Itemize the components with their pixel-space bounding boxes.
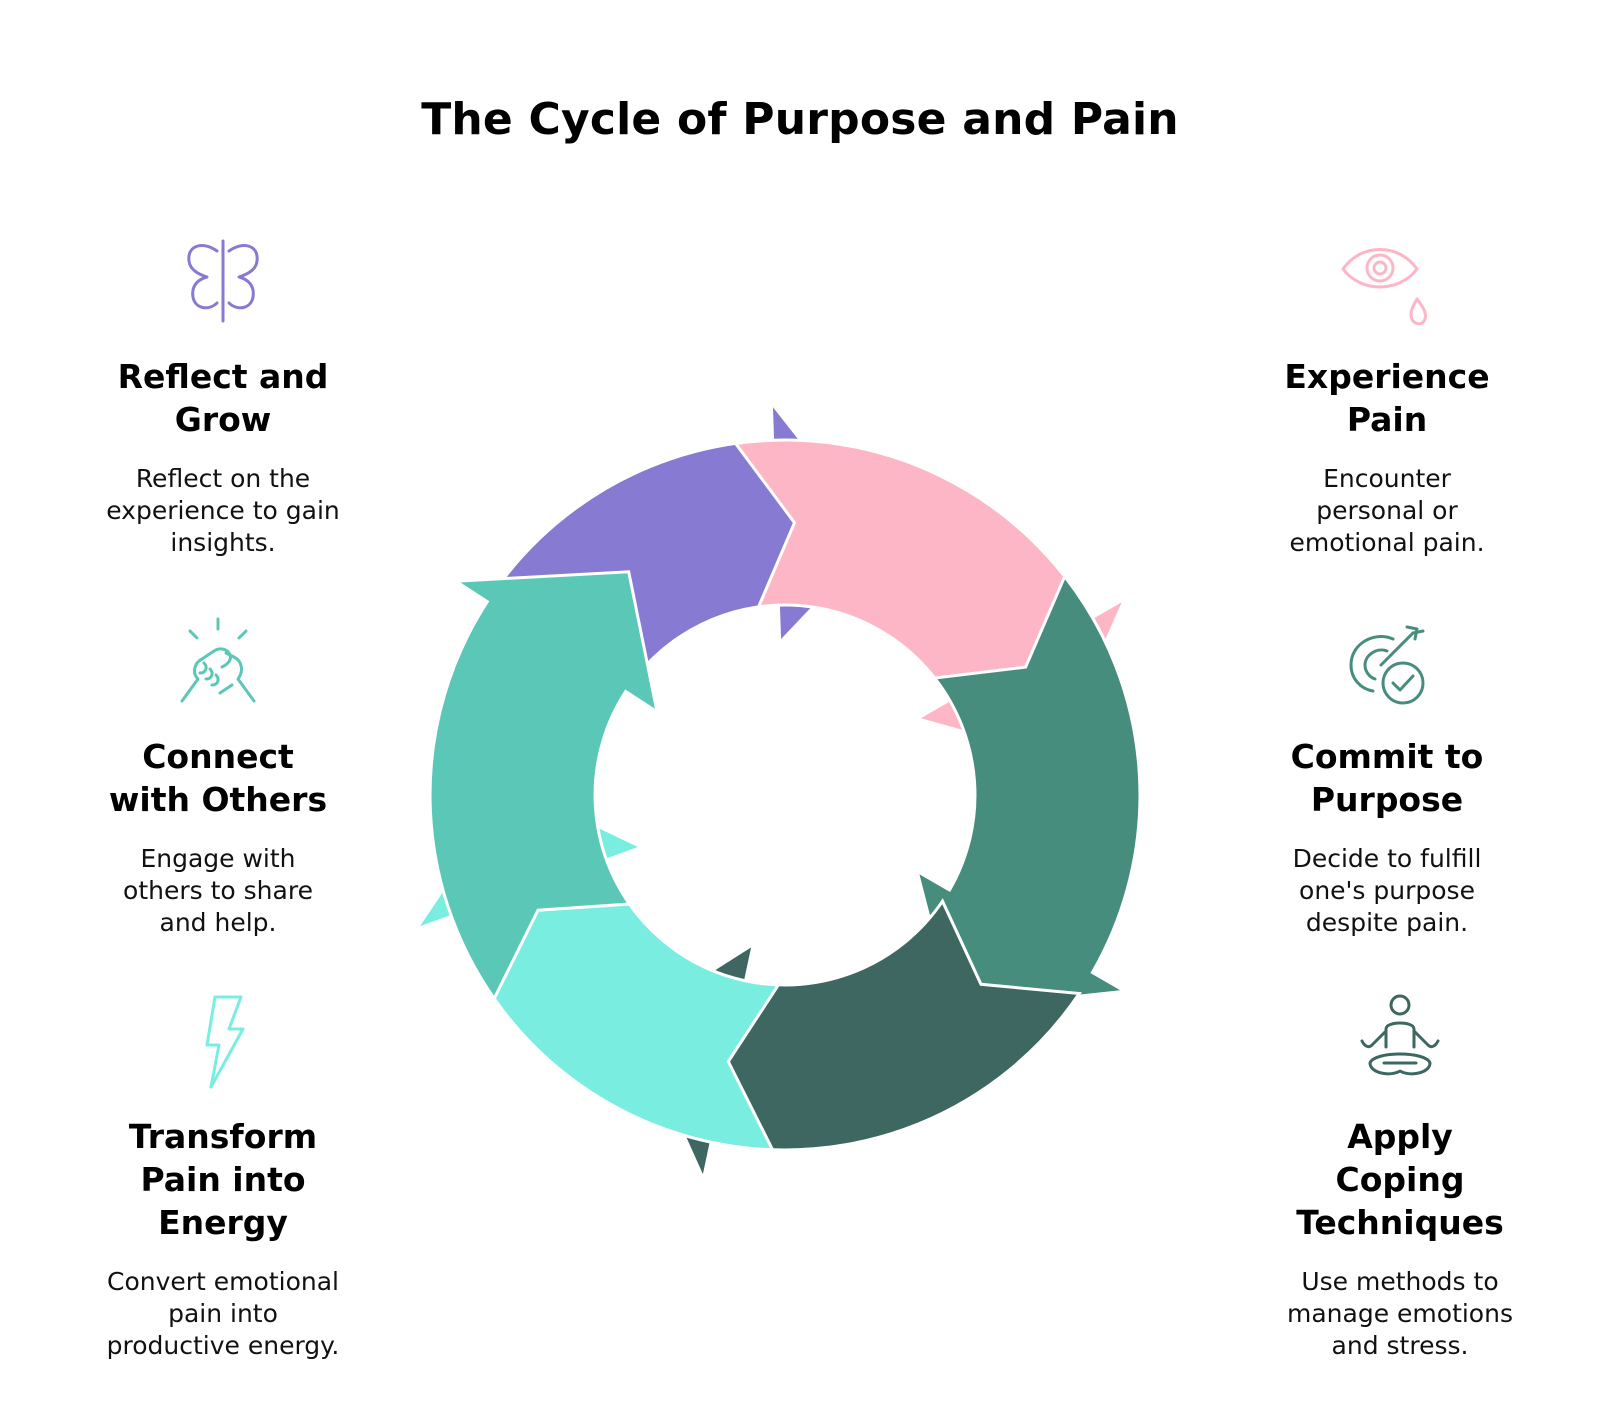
step-description: productive energy.	[106, 1331, 340, 1360]
step-description: Reflect on the	[135, 464, 311, 493]
step-heading: Commit to	[1290, 737, 1484, 776]
step-description: Encounter	[1323, 464, 1451, 493]
step-heading: Grow	[174, 400, 272, 439]
step-reflect-and-grow: Reflect and Grow Reflect on the experien…	[63, 233, 383, 559]
step-heading: Purpose	[1310, 780, 1464, 819]
step-heading: Pain into	[140, 1160, 306, 1199]
step-heading: Energy	[158, 1203, 288, 1242]
step-apply-coping-techniques: Apply Coping Techniques Use methods to m…	[1240, 993, 1560, 1362]
meditation-icon	[1360, 994, 1440, 1076]
step-description: experience to gain	[106, 496, 340, 525]
step-description: and help.	[159, 908, 277, 937]
step-heading: Connect	[142, 737, 294, 776]
butterfly-icon	[187, 239, 259, 323]
handshake-icon	[180, 617, 256, 703]
step-connect-with-others: Connect with Others Engage with others t…	[58, 613, 378, 939]
step-commit-to-purpose: Commit to Purpose Decide to fulfill one'…	[1227, 613, 1547, 939]
step-description: Engage with	[140, 844, 296, 873]
step-description: Convert emotional	[107, 1267, 339, 1296]
target-arrow-check-icon	[1349, 625, 1425, 705]
step-heading: Apply	[1347, 1117, 1453, 1156]
step-heading: Reflect and	[117, 357, 329, 396]
cycle-arrow-connect	[428, 570, 660, 1002]
lightning-icon	[205, 995, 245, 1089]
step-description: manage emotions	[1287, 1299, 1513, 1328]
crying-eye-icon	[1341, 248, 1427, 326]
step-heading: Coping	[1335, 1160, 1465, 1199]
step-description: Decide to fulfill	[1292, 844, 1482, 873]
step-experience-pain: Experience Pain Encounter personal or em…	[1227, 233, 1547, 559]
step-heading: Pain	[1346, 400, 1428, 439]
step-description: and stress.	[1331, 1331, 1469, 1360]
step-description: despite pain.	[1305, 908, 1469, 937]
step-description: personal or	[1316, 496, 1458, 525]
step-description: others to share	[123, 876, 313, 905]
step-heading: Techniques	[1296, 1203, 1504, 1242]
step-description: pain into	[168, 1299, 278, 1328]
step-heading: Transform	[128, 1117, 318, 1156]
cycle-arrow-commit	[914, 573, 1142, 1012]
step-description: one's purpose	[1299, 876, 1475, 905]
step-heading: Experience	[1284, 357, 1490, 396]
step-transform-pain-into-energy: Transform Pain into Energy Convert emoti…	[63, 993, 383, 1362]
step-heading: with Others	[108, 780, 328, 819]
step-description: Use methods to	[1301, 1267, 1499, 1296]
step-description: emotional pain.	[1289, 528, 1485, 557]
page-title: The Cycle of Purpose and Pain	[421, 94, 1179, 145]
step-description: insights.	[170, 528, 276, 557]
